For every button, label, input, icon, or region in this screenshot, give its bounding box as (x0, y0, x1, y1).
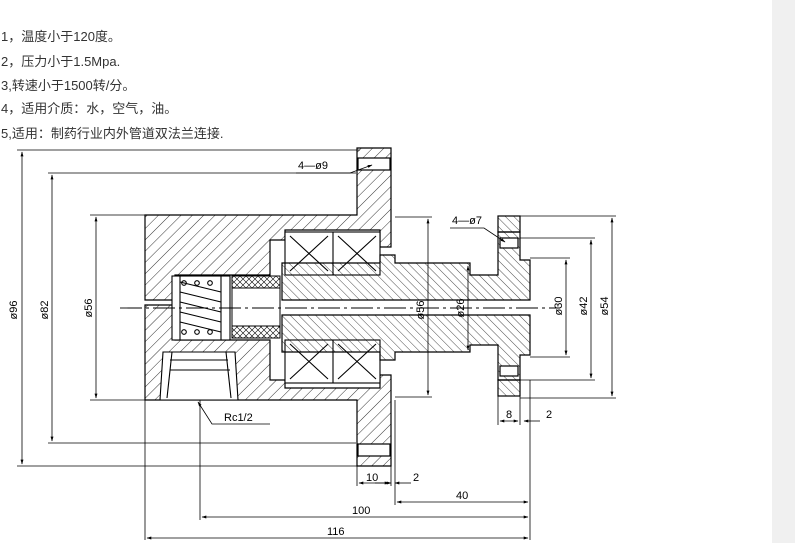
seal-ring (231, 275, 281, 339)
dim-d30: ø30 (553, 297, 565, 316)
dim-l8: 8 (506, 409, 512, 421)
note-pressure: 2，压力小于1.5Mpa. (1, 54, 121, 69)
dim-d42: ø42 (578, 297, 590, 316)
right-scroll-gutter (772, 0, 795, 543)
note-media: 4，适用介质：水，空气，油。 (1, 101, 178, 116)
dim-l100: 100 (352, 505, 370, 517)
dim-d56-mid: ø56 (415, 301, 427, 320)
dim-l2-left: 2 (413, 472, 419, 484)
thread-callout: Rc1/2 (224, 412, 253, 424)
note-application: 5,适用：制药行业内外管道双法兰连接. (1, 126, 224, 141)
rotary-joint-drawing: 4—ø9 4—ø7 Rc1/2 ø96 ø82 ø56 ø56 ø26 ø30 … (8, 147, 616, 540)
dim-l2-right: 2 (546, 409, 552, 421)
dim-l10: 10 (366, 472, 378, 484)
dim-l40: 40 (456, 490, 468, 502)
threaded-port (159, 351, 239, 401)
note-temperature: 1，温度小于120度。 (1, 29, 121, 44)
note-speed: 3,转速小于1500转/分。 (1, 78, 136, 93)
dim-d26: ø26 (455, 299, 467, 318)
dim-d96: ø96 (8, 301, 20, 320)
hole-callout-left: 4—ø9 (298, 160, 328, 172)
dim-d82: ø82 (39, 301, 51, 320)
hole-callout-right: 4—ø7 (452, 215, 482, 227)
dim-d56-left: ø56 (83, 299, 95, 318)
dim-d54: ø54 (599, 297, 611, 316)
dim-l116: 116 (327, 526, 345, 538)
